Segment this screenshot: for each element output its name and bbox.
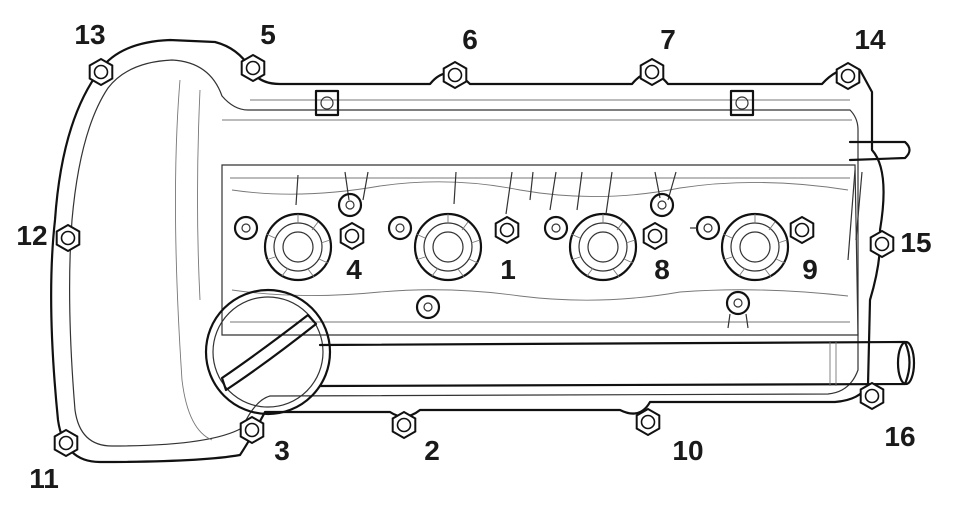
bolt-7 [639, 57, 665, 87]
bolt-label-7: 7 [660, 24, 676, 55]
bolt-4 [339, 221, 365, 251]
bolt-9 [789, 215, 815, 245]
bolt-8 [642, 221, 668, 251]
square-studs [314, 89, 755, 117]
bolt-label-8: 8 [654, 254, 670, 285]
pcv-hose [847, 169, 856, 261]
center-deck-wave-bottom [231, 289, 849, 301]
bolt-label-16: 16 [884, 421, 915, 452]
small-screws [233, 192, 751, 329]
cover-inner-lip [69, 59, 859, 447]
oil-filler-cap-grip [220, 313, 318, 392]
bolt-1 [494, 215, 520, 245]
bolt-label-11: 11 [29, 463, 59, 494]
bolt-10 [635, 407, 661, 437]
spark-plug-tube-1 [263, 212, 333, 282]
bolt-label-6: 6 [462, 24, 478, 55]
bolt-label-15: 15 [900, 227, 931, 258]
bolt-12 [55, 223, 81, 253]
pcv-hose-2 [855, 171, 863, 241]
bolt-label-2: 2 [424, 435, 440, 466]
breather-pipe [318, 340, 911, 388]
spark-plug-tube-2 [413, 212, 483, 282]
bolt-label-4: 4 [346, 254, 362, 285]
cover-curve-a [175, 79, 213, 441]
bolt-label-1: 1 [500, 254, 516, 285]
center-deck-wave-top [231, 181, 849, 197]
bolt-14 [835, 61, 861, 91]
bolt-5 [240, 53, 266, 83]
pcv-fitting [848, 140, 911, 162]
bolt-11 [53, 428, 79, 458]
oil-filler-cap [204, 288, 332, 416]
spark-plug-tube-3 [568, 212, 638, 282]
breather-pipe-end [896, 340, 916, 386]
cover-curve-b [197, 89, 201, 301]
bolt-2 [391, 410, 417, 440]
bolt-label-5: 5 [260, 19, 276, 50]
oil-filler-cap-inner [212, 296, 324, 408]
harness-lines [295, 171, 677, 215]
bolt-label-13: 13 [74, 19, 105, 50]
bolt-15 [869, 229, 895, 259]
bolt-label-3: 3 [274, 435, 290, 466]
spark-plug-tube-4 [720, 212, 790, 282]
bolt-13 [88, 57, 114, 87]
bolt-label-9: 9 [802, 254, 818, 285]
bolt-label-10: 10 [672, 435, 703, 466]
cover-outline [50, 38, 885, 464]
bolt-label-12: 12 [16, 220, 47, 251]
bolt-6 [442, 60, 468, 90]
bolt-16 [859, 381, 885, 411]
bolt-3 [239, 415, 265, 445]
center-deck [221, 164, 859, 336]
bolt-label-14: 14 [854, 24, 886, 55]
